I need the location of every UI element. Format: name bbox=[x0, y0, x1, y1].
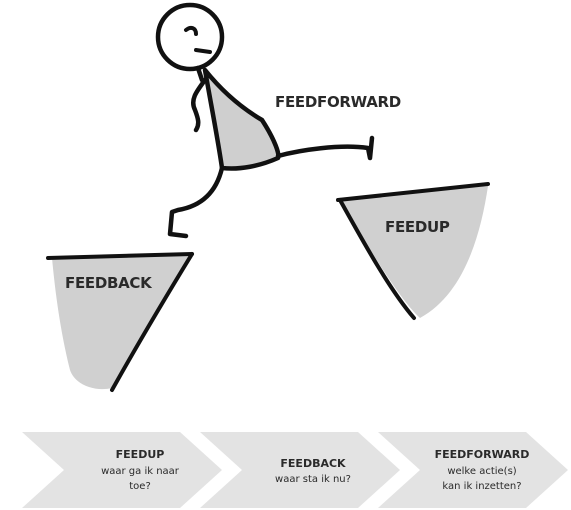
step-1-title: FEEDUP bbox=[116, 448, 165, 461]
feedup-cliff-edge-top bbox=[336, 182, 490, 202]
feedup-cliff: FEEDUP bbox=[336, 182, 490, 320]
feedback-label: FEEDBACK bbox=[65, 274, 153, 292]
step-3-line-2: kan ik inzetten? bbox=[442, 481, 521, 492]
jumping-stick-figure: FEEDFORWARD bbox=[155, 2, 401, 239]
step-2-chevron bbox=[200, 432, 400, 508]
feedback-cliff-edge-side bbox=[110, 252, 194, 392]
figure-back-leg bbox=[167, 165, 225, 239]
feedback-cliff-edge-top bbox=[46, 252, 194, 260]
process-chevrons: FEEDUP waar ga ik naar toe? FEEDBACK waa… bbox=[22, 432, 568, 508]
step-1-line-2: toe? bbox=[129, 481, 151, 492]
step-1-chevron bbox=[22, 432, 222, 508]
step-3-chevron bbox=[378, 432, 568, 508]
feedback-cliff-shape bbox=[52, 254, 192, 390]
figure-neck bbox=[195, 65, 205, 83]
figure-eye bbox=[184, 25, 198, 36]
step-2-title: FEEDBACK bbox=[280, 457, 346, 470]
figure-front-leg bbox=[275, 135, 375, 161]
feedup-cliff-shape bbox=[340, 186, 488, 318]
step-2-line-1: waar sta ik nu? bbox=[275, 474, 351, 485]
step-3-line-1: welke actie(s) bbox=[447, 466, 516, 477]
step-3-title: FEEDFORWARD bbox=[435, 448, 530, 461]
figure-head bbox=[155, 2, 225, 72]
figure-torso bbox=[202, 67, 281, 171]
feedup-cliff-edge-side bbox=[338, 198, 416, 320]
step-1-line-1: waar ga ik naar bbox=[101, 466, 180, 477]
feedback-cliff: FEEDBACK bbox=[46, 252, 194, 392]
feedforward-label: FEEDFORWARD bbox=[275, 93, 401, 111]
feedup-label: FEEDUP bbox=[385, 218, 450, 236]
figure-arm bbox=[190, 77, 208, 133]
figure-mouth bbox=[194, 48, 212, 54]
